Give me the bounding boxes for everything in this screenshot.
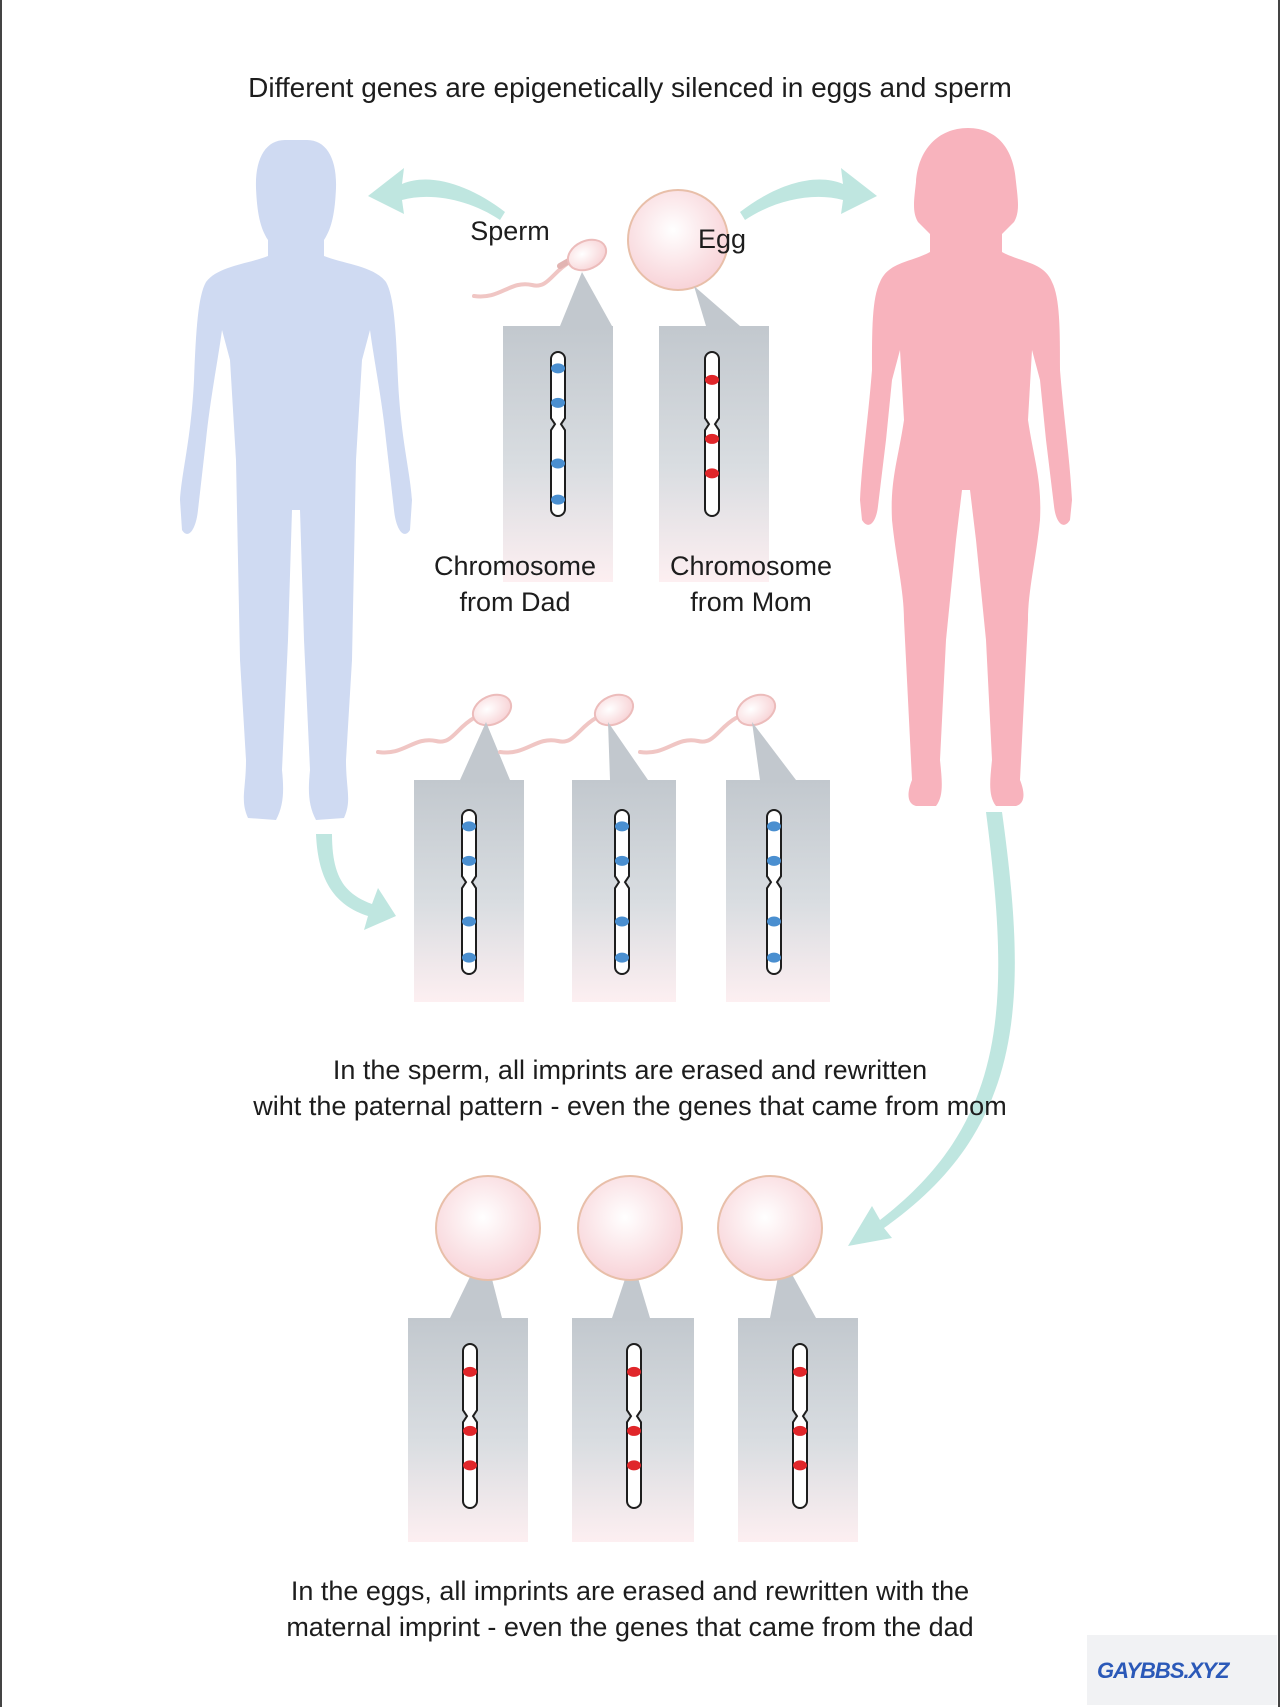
imprint-mark-sperm-2-2 [615, 855, 629, 866]
imprint-mark-egg-2-2 [627, 1425, 641, 1436]
arrow-dad-to-sperm [316, 834, 396, 930]
chromosomes [461, 351, 808, 1509]
imprint-mark-mom-2 [705, 433, 719, 444]
sperm-caption: In the sperm, all imprints are erased an… [140, 1052, 1120, 1124]
sperm-cell [472, 238, 608, 299]
mom-chromosome-label-line2: from Mom [690, 587, 812, 617]
imprint-mark-egg-3-2 [793, 1425, 807, 1436]
watermark: GAYBBS.XYZ [1087, 1635, 1277, 1705]
chromosome-sperm-2 [614, 809, 630, 975]
chromosome-sperm-1 [461, 809, 477, 975]
imprint-mark-dad-1 [551, 363, 565, 374]
imprint-mark-egg-3-1 [793, 1366, 807, 1377]
diagram-title: Different genes are epigenetically silen… [248, 72, 1012, 103]
imprint-mark-egg-1-1 [463, 1366, 477, 1377]
sperm-label: Sperm [470, 216, 550, 246]
arrow-egg-to-mom [740, 168, 877, 220]
imprint-mark-egg-2-1 [627, 1366, 641, 1377]
watermark-text: GAYBBS.XYZ [1097, 1658, 1229, 1683]
dad-chromosome-label-line2: from Dad [459, 587, 571, 617]
egg-cell [627, 189, 729, 291]
female-figure [860, 128, 1072, 806]
male-figure [180, 140, 412, 820]
imprint-mark-sperm-3-2 [767, 855, 781, 866]
imprint-mark-sperm-1-3 [462, 916, 476, 927]
imprint-mark-sperm-3-4 [767, 952, 781, 963]
mom-chromosome-label: Chromosome from Mom [646, 548, 856, 620]
eggs-caption-line1: In the eggs, all imprints are erased and… [290, 1576, 970, 1606]
sperm-cells-row [376, 693, 830, 1002]
imprint-mark-egg-1-3 [463, 1460, 477, 1471]
imprint-mark-dad-2 [551, 397, 565, 408]
dad-chromosome-label-line1: Chromosome [433, 551, 597, 581]
imprint-mark-sperm-1-2 [462, 855, 476, 866]
eggs-caption-line2: maternal imprint - even the genes that c… [286, 1612, 974, 1642]
egg-label: Egg [697, 224, 747, 254]
sperm-caption-line2: wiht the paternal pattern - even the gen… [253, 1091, 1007, 1121]
dad-chromosome-label: Chromosome from Dad [410, 548, 620, 620]
imprint-mark-egg-2-3 [627, 1460, 641, 1471]
imprint-mark-mom-3 [705, 468, 719, 479]
sperm-caption-line1: In the sperm, all imprints are erased an… [332, 1055, 928, 1085]
mom-chromosome-label-line1: Chromosome [669, 551, 833, 581]
imprint-mark-egg-1-2 [463, 1425, 477, 1436]
imprint-mark-sperm-3-3 [767, 916, 781, 927]
imprint-mark-dad-3 [551, 458, 565, 469]
imprint-mark-sperm-2-1 [615, 821, 629, 832]
imprint-mark-egg-3-3 [793, 1460, 807, 1471]
imprint-mark-sperm-1-1 [462, 821, 476, 832]
chromosome-sperm-3 [766, 809, 782, 975]
arrow-mom-to-eggs [848, 812, 1015, 1246]
imprint-mark-sperm-2-3 [615, 916, 629, 927]
imprint-mark-dad-4 [551, 494, 565, 505]
chromosome-dad [550, 351, 566, 517]
eggs-caption: In the eggs, all imprints are erased and… [140, 1573, 1120, 1645]
imprint-mark-sperm-2-4 [615, 952, 629, 963]
imprint-mark-sperm-1-4 [462, 952, 476, 963]
transfer-arrows [316, 168, 1015, 1246]
imprint-mark-sperm-3-1 [767, 821, 781, 832]
arrow-sperm-to-dad [368, 168, 505, 220]
imprint-mark-mom-1 [705, 374, 719, 385]
